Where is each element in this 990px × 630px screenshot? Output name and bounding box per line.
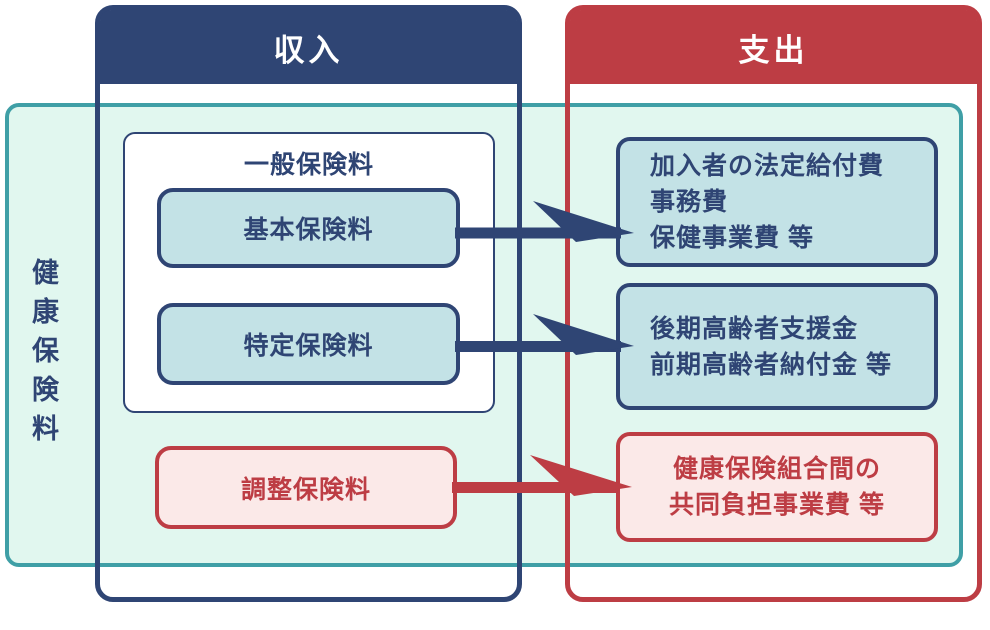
expense-box-elderly-support: 後期高齢者支援金 前期高齢者納付金 等: [616, 283, 938, 410]
expense-box-line: 健康保険組合間の: [672, 455, 881, 483]
specific-premium-box: 特定保険料: [157, 303, 460, 385]
income-column: 収入: [95, 5, 522, 602]
basic-premium-label: 基本保険料: [243, 216, 374, 244]
income-column-header: 収入: [100, 10, 517, 84]
adjustment-premium-label: 調整保険料: [240, 475, 371, 504]
row-label-health-insurance-premium: 健康保険料: [28, 258, 58, 453]
income-column-title: 収入: [273, 32, 344, 68]
expense-box-joint-burden: 健康保険組合間の 共同負担事業費 等: [616, 432, 938, 542]
expense-box-line: 共同負担事業費 等: [669, 491, 885, 519]
expense-column: 支出: [565, 5, 982, 602]
expense-box-line: 加入者の法定給付費: [650, 152, 885, 180]
expense-box-line: 保健事業費 等: [650, 224, 814, 252]
expense-column-title: 支出: [738, 32, 809, 68]
expense-column-header: 支出: [570, 10, 977, 84]
general-premium-group-title: 一般保険料: [243, 151, 374, 179]
expense-box-line: 事務費: [650, 188, 729, 216]
expense-box-line: 前期高齢者納付金 等: [650, 350, 892, 379]
adjustment-premium-box: 調整保険料: [155, 446, 457, 529]
specific-premium-label: 特定保険料: [243, 332, 374, 360]
basic-premium-box: 基本保険料: [157, 188, 460, 268]
expense-box-line: 後期高齢者支援金: [650, 314, 859, 343]
